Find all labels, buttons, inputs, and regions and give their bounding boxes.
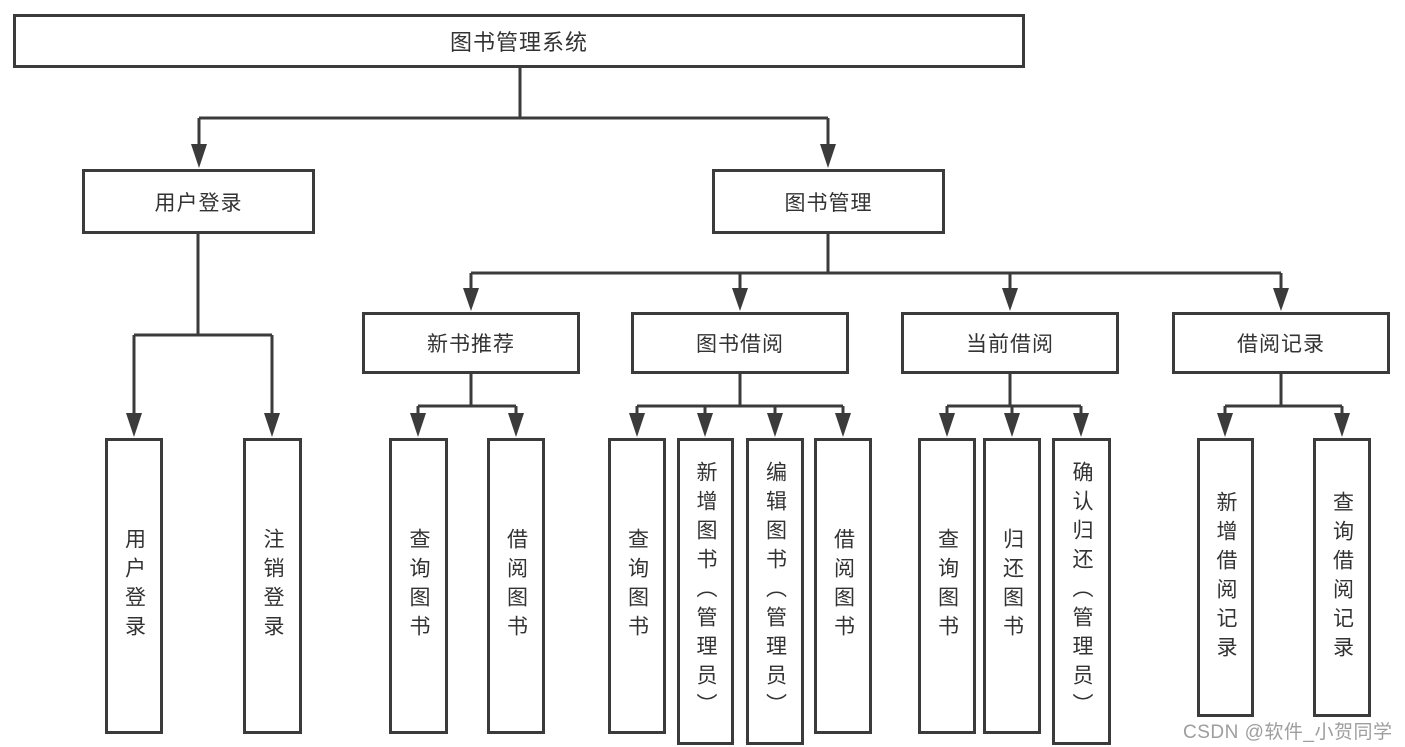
node-book-management: 图书管理 bbox=[712, 169, 945, 234]
leaf-records-add-record: 新增借阅记录 bbox=[1197, 438, 1254, 717]
leaf-recommend-query-books: 查询图书 bbox=[389, 438, 448, 734]
leaf-user-login: 用户登录 bbox=[105, 438, 163, 734]
node-user-login: 用户登录 bbox=[82, 169, 315, 234]
node-library-management-system: 图书管理系统 bbox=[13, 14, 1025, 68]
leaf-logout-login: 注销登录 bbox=[243, 438, 302, 734]
leaf-current-confirm-return-admin: 确认归还（管理员） bbox=[1052, 438, 1111, 745]
node-borrow-records: 借阅记录 bbox=[1172, 312, 1390, 374]
leaf-current-return-books: 归还图书 bbox=[983, 438, 1041, 734]
node-book-borrow: 图书借阅 bbox=[631, 312, 849, 374]
leaf-records-query-record: 查询借阅记录 bbox=[1313, 438, 1371, 717]
node-new-book-recommend: 新书推荐 bbox=[362, 312, 580, 374]
leaf-current-query-books: 查询图书 bbox=[918, 438, 976, 734]
node-current-borrow: 当前借阅 bbox=[901, 312, 1119, 374]
leaf-borrow-add-books-admin: 新增图书（管理员） bbox=[677, 438, 734, 745]
watermark-csdn: CSDN @软件_小贺同学 bbox=[1183, 722, 1393, 743]
leaf-recommend-borrow-books: 借阅图书 bbox=[487, 438, 545, 734]
leaf-borrow-borrow-books: 借阅图书 bbox=[814, 438, 872, 734]
leaf-borrow-query-books: 查询图书 bbox=[608, 438, 666, 734]
leaf-borrow-edit-books-admin: 编辑图书（管理员） bbox=[746, 438, 804, 745]
